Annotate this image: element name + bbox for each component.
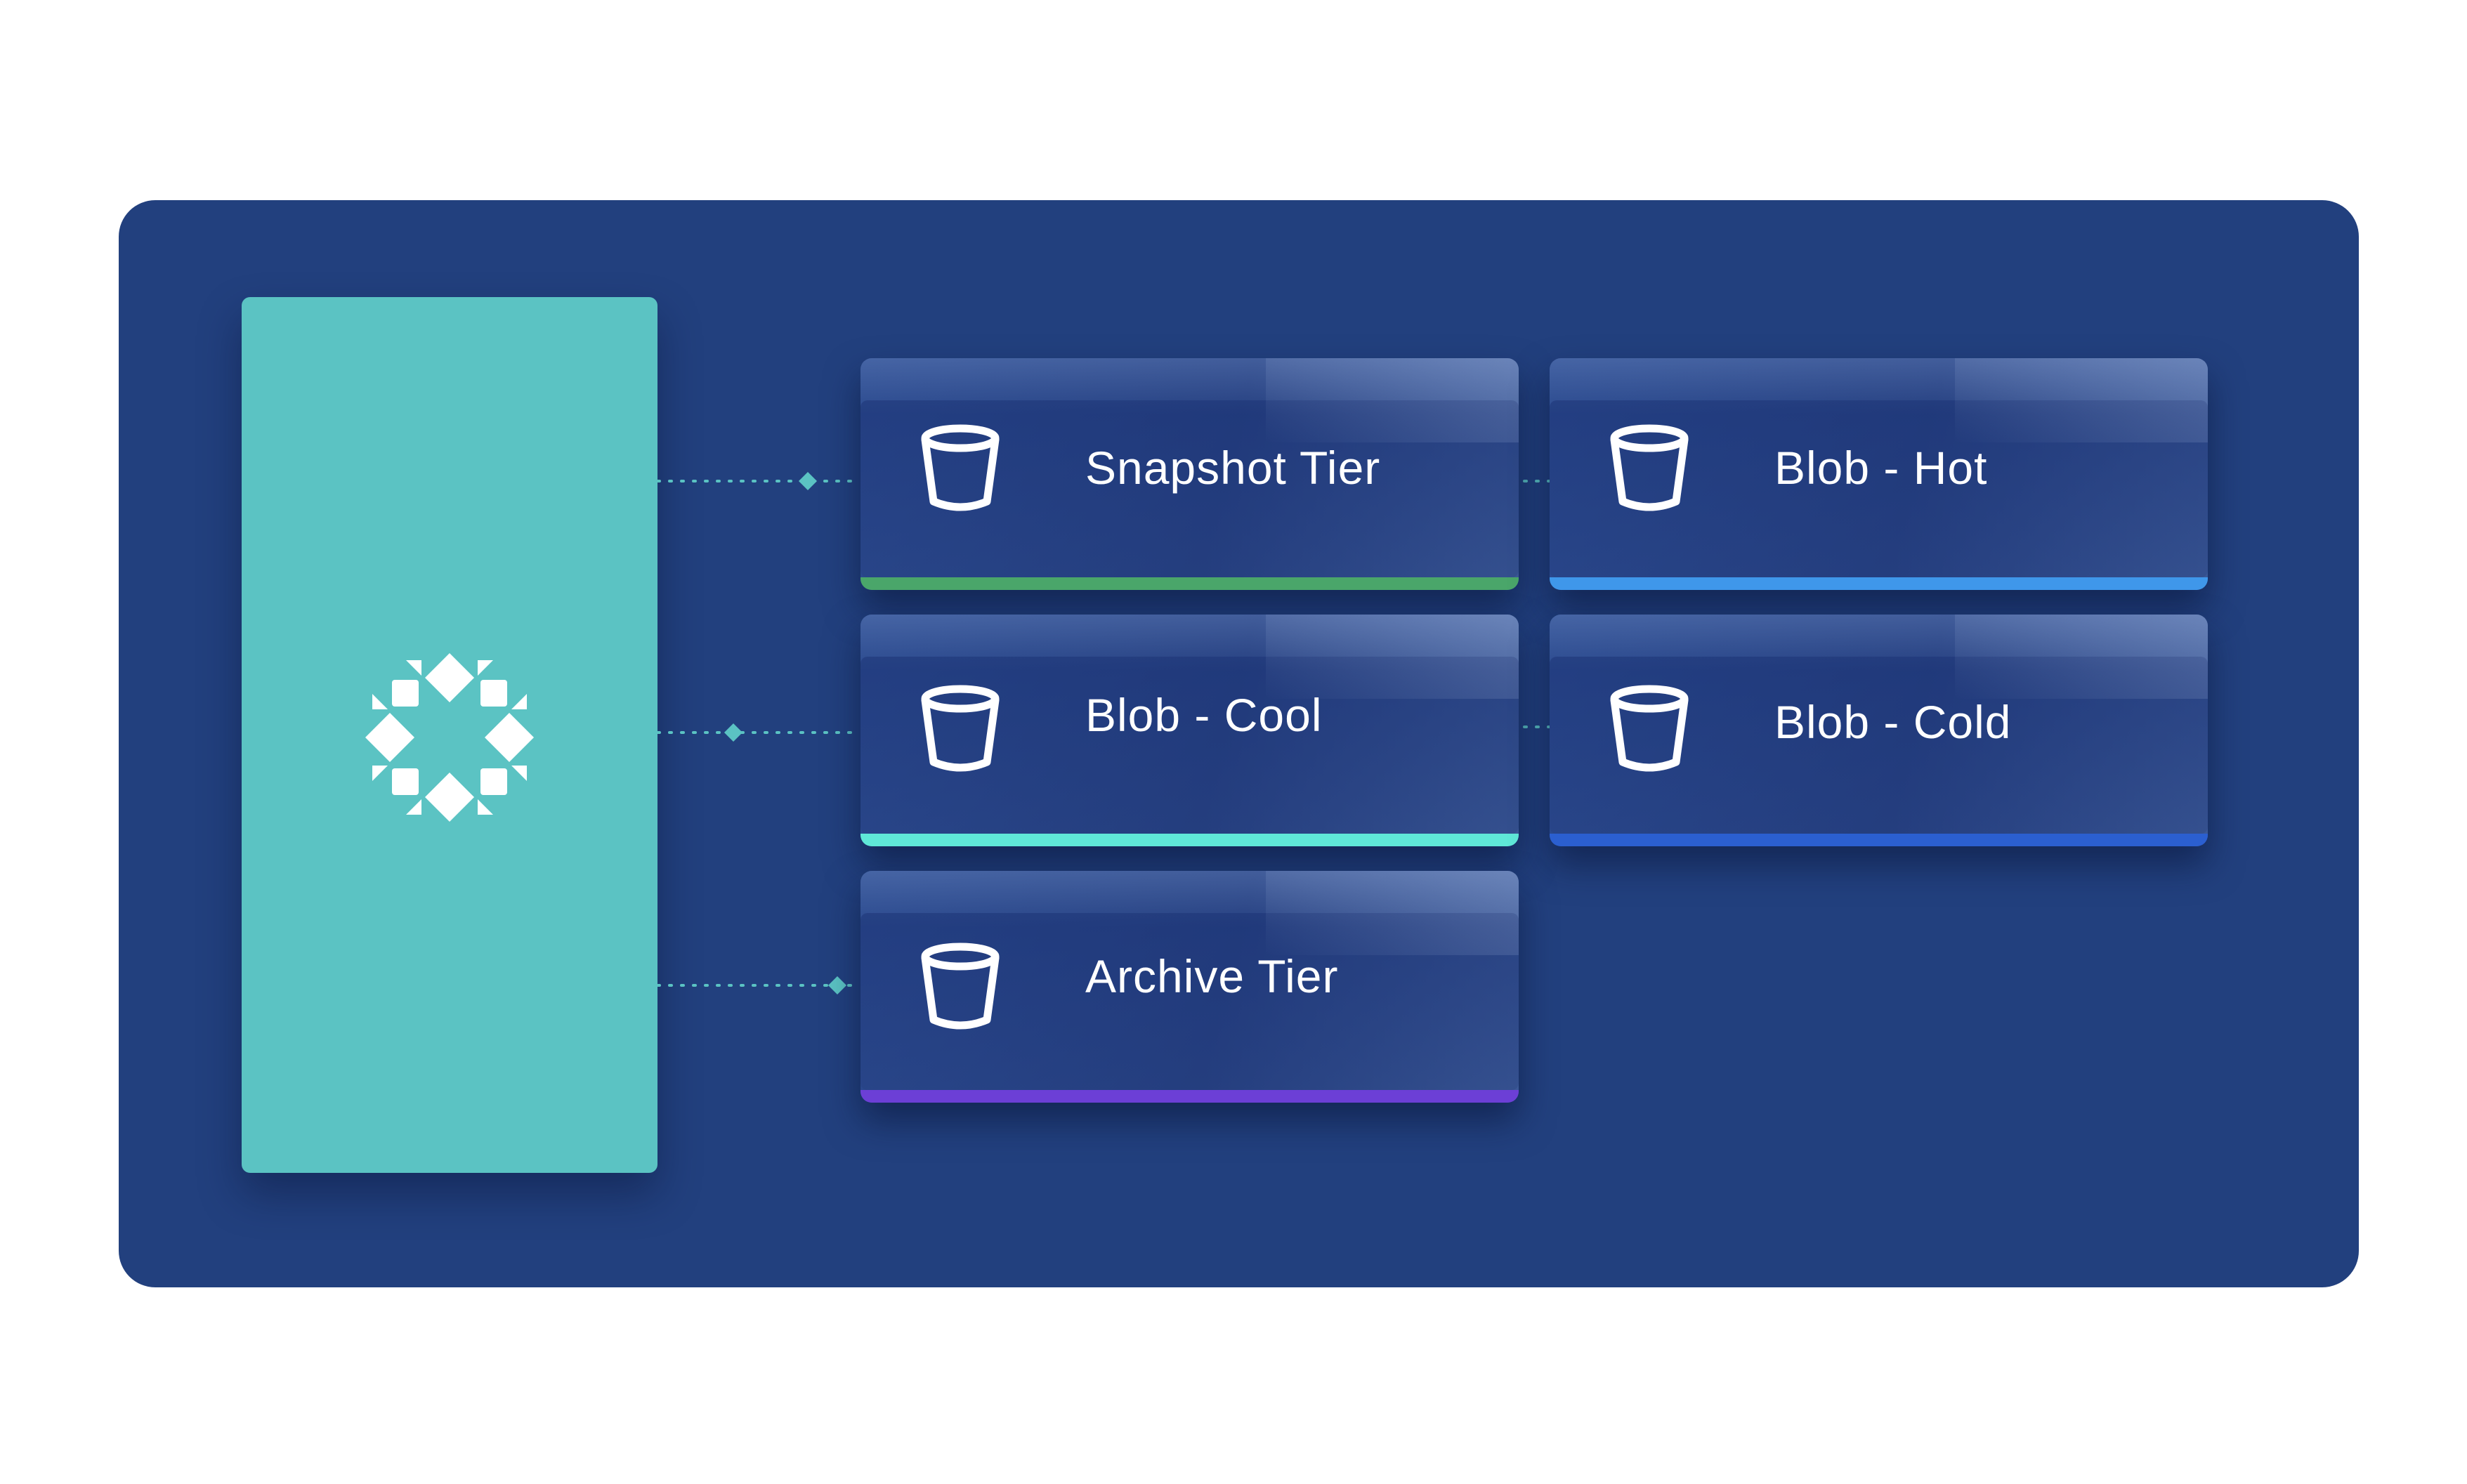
source-block bbox=[242, 297, 657, 1173]
tier-card-snapshot[interactable]: Snapshot Tier bbox=[860, 358, 1519, 590]
bucket-icon bbox=[1610, 424, 1689, 511]
tier-label: Blob - Cool bbox=[1085, 689, 1323, 741]
tier-card-blob-cold[interactable]: Blob - Cold bbox=[1550, 615, 2208, 846]
tier-card-blob-hot[interactable]: Blob - Hot bbox=[1550, 358, 2208, 590]
tier-card-archive[interactable]: Archive Tier bbox=[860, 871, 1519, 1103]
tier-label: Archive Tier bbox=[1085, 950, 1339, 1002]
bucket-icon bbox=[921, 424, 1000, 511]
tier-label: Blob - Cold bbox=[1774, 696, 2012, 748]
tier-accent-bar bbox=[1550, 834, 2208, 846]
bucket-icon bbox=[921, 943, 1000, 1030]
tier-label: Blob - Hot bbox=[1774, 442, 1988, 494]
bucket-icon bbox=[921, 685, 1000, 772]
tier-accent-bar bbox=[860, 577, 1519, 590]
tier-label: Snapshot Tier bbox=[1085, 442, 1381, 494]
bucket-icon bbox=[1610, 685, 1689, 772]
tier-accent-bar bbox=[1550, 577, 2208, 590]
tier-card-blob-cool[interactable]: Blob - Cool bbox=[860, 615, 1519, 846]
logo-icon bbox=[365, 653, 534, 822]
tier-accent-bar bbox=[860, 834, 1519, 846]
tier-accent-bar bbox=[860, 1090, 1519, 1103]
